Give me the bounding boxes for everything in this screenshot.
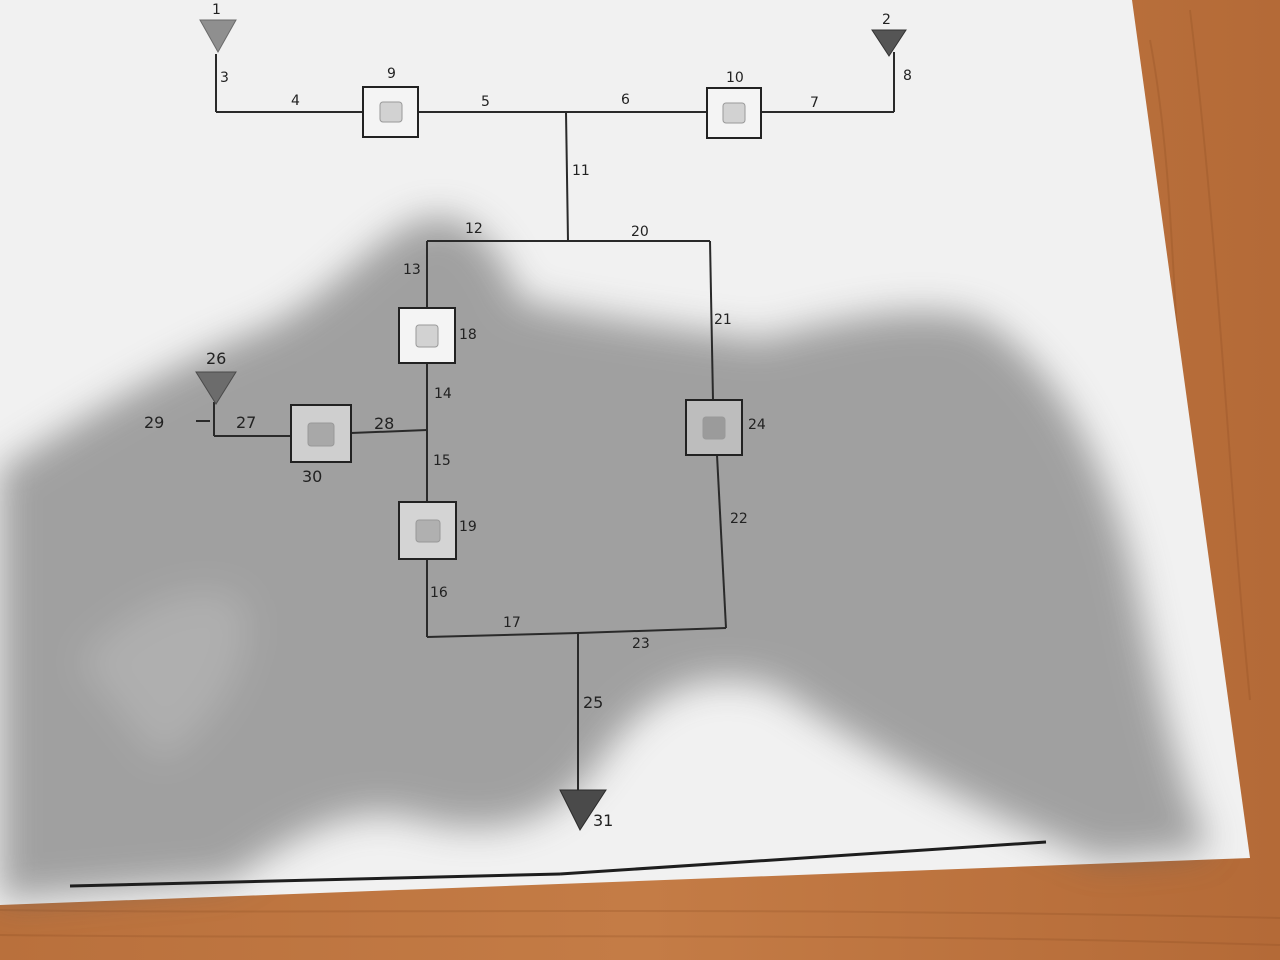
label-edge-8: 8 [903, 68, 912, 84]
label-edge-20: 20 [631, 224, 649, 240]
box-30 [290, 404, 352, 463]
label-source-1: 1 [212, 2, 221, 18]
label-box-9: 9 [387, 66, 396, 82]
wire-22 [716, 454, 727, 629]
label-box-10: 10 [726, 70, 744, 86]
label-source-2: 2 [882, 12, 891, 28]
hand-shadows [0, 217, 1210, 900]
wire-28 [350, 429, 428, 434]
label-box-24: 24 [748, 417, 766, 433]
wood-grain [0, 9, 1280, 946]
label-edge-15: 15 [433, 453, 451, 469]
label-edge-28: 28 [374, 414, 394, 433]
box-9 [362, 86, 419, 138]
label-box-19: 19 [459, 519, 477, 535]
label-edge-16: 16 [430, 585, 448, 601]
box-10 [706, 87, 762, 139]
wire-17 [426, 632, 579, 638]
source-1-triangle [199, 19, 237, 54]
label-edge-22: 22 [730, 511, 748, 527]
wires [196, 52, 895, 795]
label-edge-21: 21 [714, 312, 732, 328]
box-19 [398, 501, 457, 560]
source-26-triangle [195, 371, 237, 405]
label-edge-23: 23 [632, 636, 650, 652]
label-edge-29: 29 [144, 413, 164, 432]
label-edge-3: 3 [220, 70, 229, 86]
source-2-triangle [871, 29, 907, 57]
wire-11 [565, 111, 569, 242]
label-edge-12: 12 [465, 221, 483, 237]
label-source-26: 26 [206, 349, 226, 368]
label-edge-13: 13 [403, 262, 421, 278]
wire-21 [709, 240, 714, 401]
label-edge-4: 4 [291, 93, 300, 109]
sink-31-triangle [559, 789, 607, 832]
label-sink-31: 31 [593, 811, 613, 830]
label-edge-17: 17 [503, 615, 521, 631]
bottom-rule-right [559, 840, 1047, 876]
bottom-rule-left [69, 872, 561, 888]
label-edge-14: 14 [434, 386, 452, 402]
label-box-18: 18 [459, 327, 477, 343]
label-edge-27: 27 [236, 413, 256, 432]
label-edge-7: 7 [810, 95, 819, 111]
label-box-30: 30 [302, 467, 322, 486]
label-edge-5: 5 [481, 94, 490, 110]
wire-23 [577, 627, 727, 634]
label-edge-11: 11 [572, 163, 590, 179]
box-18 [398, 307, 456, 364]
box-24 [685, 399, 743, 456]
label-edge-25: 25 [583, 693, 603, 712]
label-edge-6: 6 [621, 92, 630, 108]
